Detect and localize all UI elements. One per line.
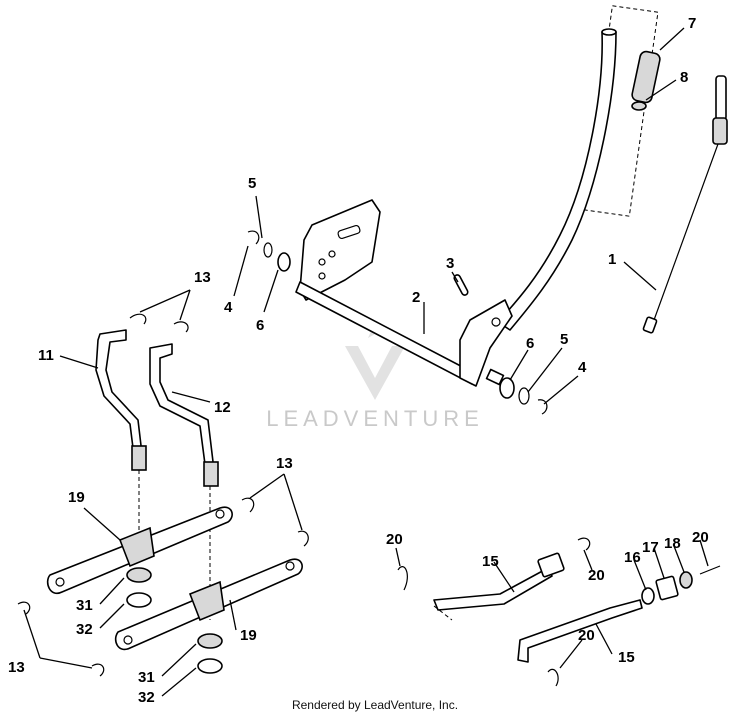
- callout-6a: 6: [256, 317, 264, 334]
- callout-5b: 5: [560, 331, 568, 348]
- lift-handle-rod: [497, 31, 617, 331]
- trunnion-lower: [655, 575, 679, 601]
- callout-1: 1: [608, 251, 616, 268]
- lift-arms: [17, 497, 309, 677]
- hex-nut-upper: [126, 592, 152, 608]
- retaining-ring: [247, 230, 260, 245]
- callout-4a: 4: [224, 299, 233, 316]
- footer-credit: Rendered by LeadVenture, Inc.: [291, 698, 459, 712]
- callout-17: 17: [642, 539, 659, 556]
- arm-hole: [55, 577, 65, 587]
- lift-arm-lower-hub: [188, 580, 225, 622]
- callout-7: 7: [688, 15, 696, 32]
- plate-hole: [318, 258, 326, 266]
- callout-31b: 31: [138, 669, 155, 686]
- callout-5a: 5: [248, 175, 256, 192]
- grip-ferrule: [631, 101, 647, 111]
- hair-pin-clip: [17, 601, 31, 615]
- callout-2: 2: [412, 289, 420, 306]
- callout-20a: 20: [386, 531, 403, 548]
- callout-20b: 20: [588, 567, 605, 584]
- callout-13b: 13: [276, 455, 293, 472]
- link-threads-left: [131, 445, 147, 471]
- mounting-plate-slot: [337, 224, 361, 240]
- lift-link-left: [95, 329, 143, 457]
- lift-handle-tip: [601, 28, 617, 36]
- lift-link-right: [149, 343, 215, 473]
- flange-bushing: [277, 252, 291, 272]
- cable-end-fitting: [715, 75, 727, 121]
- callout-20c: 20: [578, 627, 595, 644]
- callout-12: 12: [214, 399, 231, 416]
- callout-13a: 13: [194, 269, 211, 286]
- bracket-hole: [491, 317, 501, 327]
- callouts: 7 8 1 2 3 5 4 6 6 5 4 13 11 12 13 19 19 …: [8, 15, 709, 706]
- trunnion-upper: [537, 552, 565, 578]
- hair-pin-clip: [547, 668, 559, 687]
- callout-19b: 19: [240, 627, 257, 644]
- hair-pin-clip: [397, 566, 408, 591]
- washer-right: [518, 387, 530, 405]
- rod-washer: [641, 587, 655, 605]
- callout-8: 8: [680, 69, 688, 86]
- arm-hole: [123, 635, 133, 645]
- hair-pin-clip: [241, 497, 255, 513]
- lock-nut-upper: [126, 567, 152, 583]
- lift-shaft-assembly: [247, 199, 548, 415]
- washer: [263, 242, 273, 258]
- leader-lines: [23, 27, 709, 697]
- trunnion-bushing: [679, 571, 693, 589]
- watermark: LEADVENTURE: [266, 322, 484, 431]
- callout-11: 11: [38, 347, 54, 364]
- handle-grip-zone: [583, 5, 659, 217]
- lift-arm-upper-hub: [118, 526, 155, 568]
- watermark-text: LEADVENTURE: [266, 406, 484, 431]
- cable-ferrule: [642, 316, 658, 334]
- hair-pin-clip: [129, 313, 147, 325]
- shaft-arm-bracket: [459, 299, 513, 387]
- cotter-pin: [699, 565, 721, 575]
- mounting-plate: [299, 199, 381, 301]
- callout-16: 16: [624, 549, 641, 566]
- plate-hole: [328, 250, 336, 258]
- roll-pin: [453, 274, 469, 296]
- lock-nut-lower: [197, 633, 223, 649]
- handle-grip-knob: [631, 50, 661, 104]
- lift-cable: [642, 75, 728, 334]
- callout-6b: 6: [526, 335, 534, 352]
- rod-alignment: [433, 605, 453, 621]
- callout-15a: 15: [482, 553, 499, 570]
- hair-pin-clip: [577, 537, 591, 551]
- callout-31a: 31: [76, 597, 93, 614]
- retaining-ring-right: [537, 399, 548, 415]
- lift-handle-assembly: [497, 5, 661, 331]
- hair-pin-clip: [173, 321, 189, 333]
- callout-15b: 15: [618, 649, 635, 666]
- callout-4b: 4: [578, 359, 587, 376]
- flange-bushing-right: [499, 377, 515, 399]
- hex-nut-lower: [197, 658, 223, 674]
- callout-20d: 20: [692, 529, 709, 546]
- callout-13c: 13: [8, 659, 25, 676]
- callout-19a: 19: [68, 489, 85, 506]
- arm-hole: [215, 509, 225, 519]
- callout-18: 18: [664, 535, 681, 552]
- cable-wire: [653, 143, 719, 321]
- adjust-rod-lower: [517, 599, 643, 663]
- hair-pin-clip: [297, 530, 309, 547]
- callout-3: 3: [446, 255, 454, 272]
- adjust-rod-upper: [433, 567, 553, 611]
- lift-links: [95, 313, 219, 620]
- plate-hole: [318, 272, 326, 280]
- hair-pin-clip: [91, 663, 105, 677]
- adjustment-rods: [397, 537, 721, 687]
- arm-hole: [285, 561, 295, 571]
- callout-32b: 32: [138, 689, 155, 706]
- link-threads-right: [203, 461, 219, 487]
- shaft-end: [485, 368, 505, 386]
- cable-spring: [712, 117, 728, 145]
- callout-32a: 32: [76, 621, 93, 638]
